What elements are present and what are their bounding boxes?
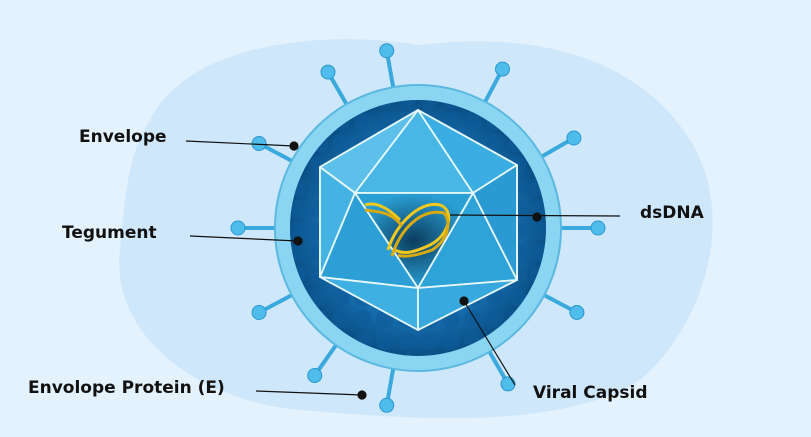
leader-lines (185, 140, 621, 400)
label-tegument: Tegument (62, 223, 157, 243)
spike-head (320, 64, 336, 80)
spike-head (251, 305, 267, 321)
label-envelope-protein: Envolope Protein (E) (28, 378, 225, 398)
spike-head (590, 220, 606, 236)
label-envelope: Envelope (79, 127, 167, 147)
dsdna-helix (364, 202, 451, 258)
spike-head (569, 305, 585, 321)
spike-head (251, 135, 267, 151)
spike-head (500, 376, 516, 392)
spike-head (566, 130, 582, 146)
spike-head (495, 61, 511, 77)
spike-head (230, 220, 246, 236)
spike-head (307, 367, 323, 383)
icosahedral-capsid (319, 109, 518, 331)
label-dsdna: dsDNA (640, 203, 704, 223)
envelope-protein-spikes (230, 43, 606, 413)
spike-head (379, 43, 395, 59)
spike-head (379, 397, 395, 413)
label-viral-capsid: Viral Capsid (533, 383, 648, 403)
